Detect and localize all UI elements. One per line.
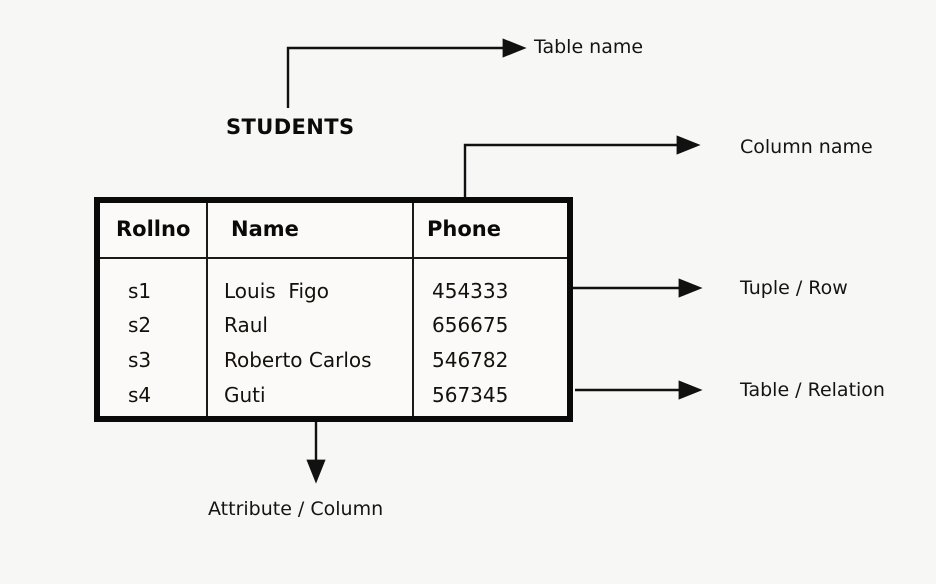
relation-table: Rollno Name Phone s1 Louis Figo 454333 s…: [94, 197, 573, 422]
table-cell-name: Roberto Carlos: [224, 348, 372, 372]
column-header-name: Name: [231, 217, 299, 241]
annotation-tuple-row: Tuple / Row: [740, 277, 848, 299]
column-header-phone: Phone: [427, 217, 501, 241]
table-cell-name: Raul: [224, 313, 268, 337]
column-header-rollno: Rollno: [116, 217, 191, 241]
annotation-column-name: Column name: [740, 136, 873, 158]
table-cell-rollno: s1: [128, 279, 152, 303]
table-cell-rollno: s2: [128, 313, 152, 337]
relation-table-inner: Rollno Name Phone s1 Louis Figo 454333 s…: [100, 203, 567, 416]
table-cell-phone: 567345: [432, 383, 509, 407]
table-cell-phone: 546782: [432, 348, 509, 372]
table-name-heading: STUDENTS: [226, 115, 355, 139]
table-cell-name: Louis Figo: [224, 279, 329, 303]
table-cell-name: Guti: [224, 383, 266, 407]
table-cell-rollno: s3: [128, 348, 152, 372]
column-separator-1: [206, 203, 208, 416]
leader-column-name: [463, 135, 701, 200]
column-separator-2: [412, 203, 414, 416]
table-cell-phone: 454333: [432, 279, 509, 303]
table-cell-rollno: s4: [128, 383, 152, 407]
leader-table-name: [286, 38, 527, 108]
header-row-separator: [100, 257, 567, 259]
annotation-table-name: Table name: [534, 36, 644, 58]
table-cell-phone: 656675: [432, 313, 509, 337]
annotation-table-relation: Table / Relation: [740, 379, 885, 401]
annotation-attribute-column: Attribute / Column: [208, 498, 384, 520]
